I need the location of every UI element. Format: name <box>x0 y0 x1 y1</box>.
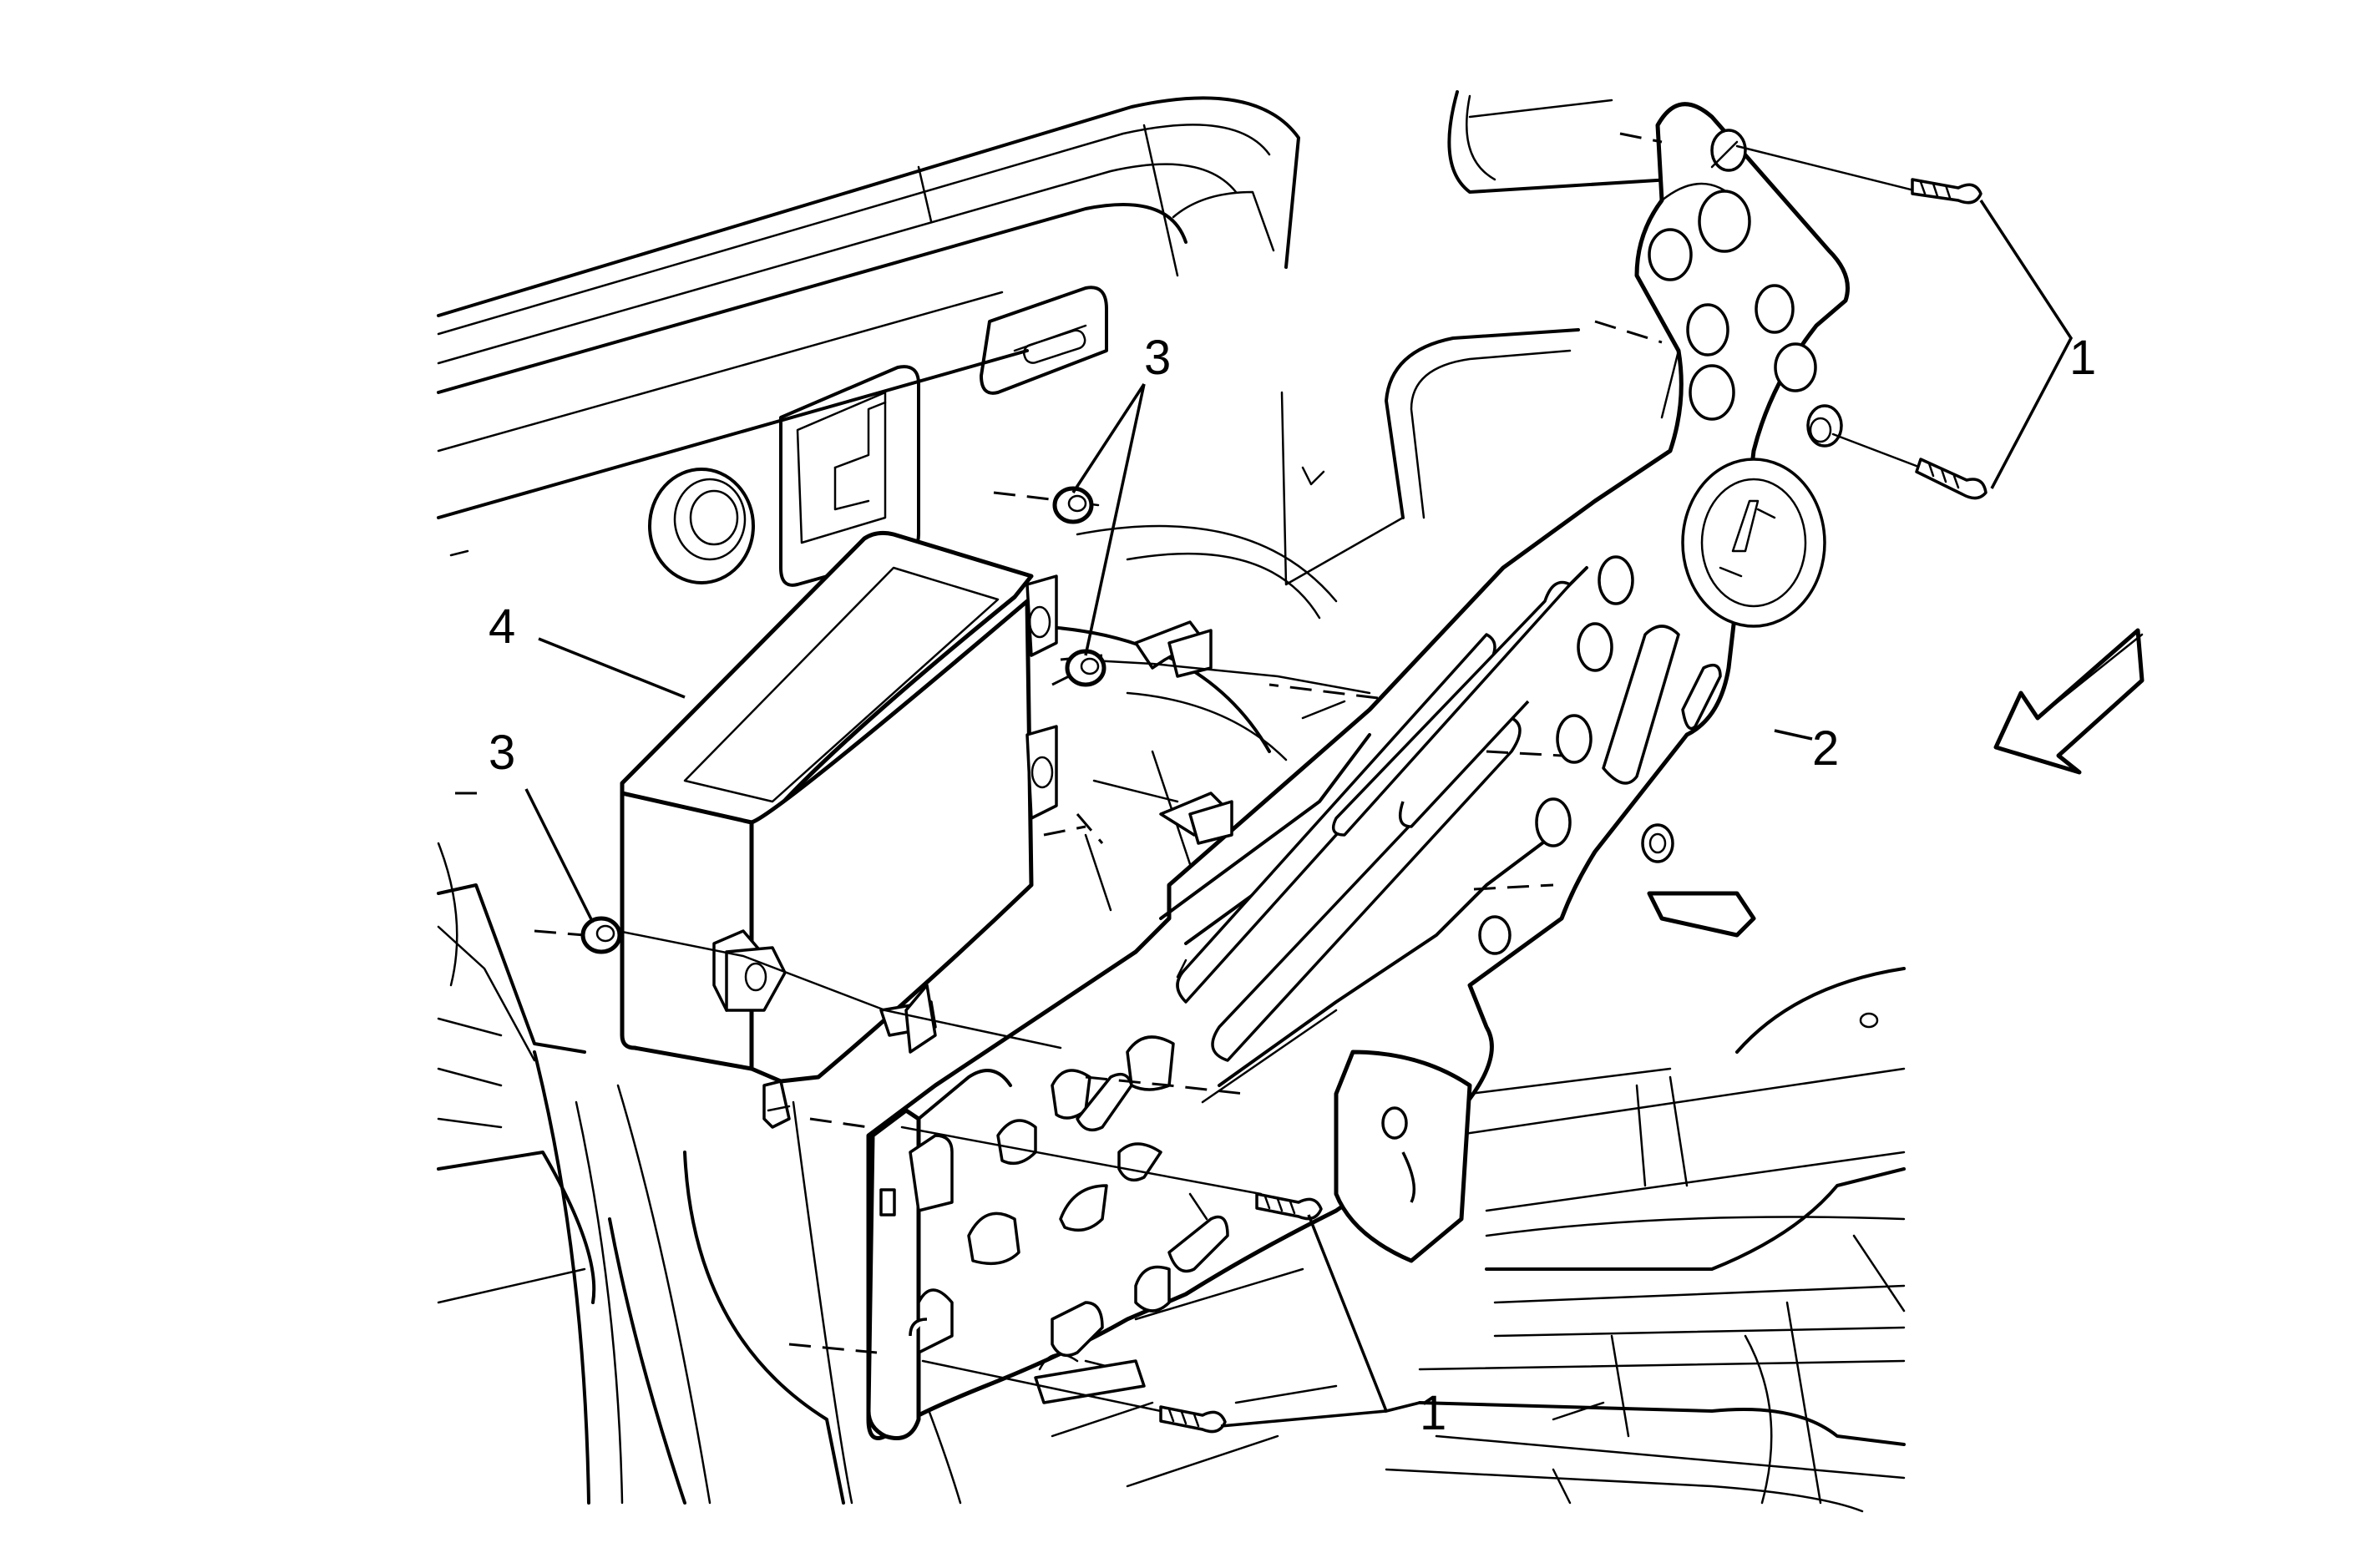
callout-4: 4 <box>489 599 516 654</box>
vehicle-body-background <box>437 90 1906 1513</box>
callout-2: 2 <box>1812 721 1840 776</box>
callout-3-top: 3 <box>1144 331 1172 385</box>
view-direction-arrow-icon <box>1993 628 2145 775</box>
mounting-bracket <box>866 102 1850 1440</box>
stud-pins <box>879 620 1233 1054</box>
callout-3-left: 3 <box>489 726 516 780</box>
callout-1-bottom: 1 <box>1420 1386 1447 1440</box>
assembly-path-lines <box>455 132 1922 1413</box>
callout-1-top: 1 <box>2069 331 2097 385</box>
callout-leaders <box>524 200 2074 1428</box>
electronic-module <box>620 530 1058 1129</box>
screws <box>1159 178 1988 1434</box>
